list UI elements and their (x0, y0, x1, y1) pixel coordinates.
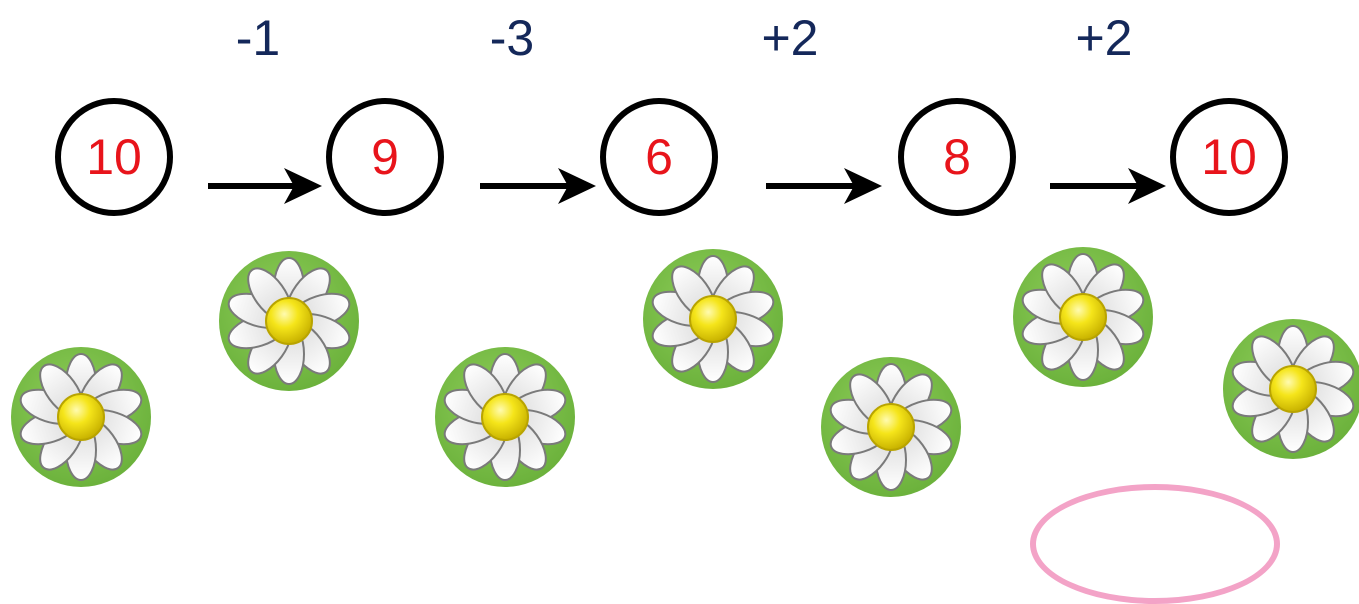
right-arrow-icon (208, 168, 322, 204)
right-arrow-icon (1050, 168, 1166, 204)
number-circle-3: 6 (600, 98, 718, 216)
operation-label-4: +2 (1075, 10, 1133, 66)
operation-label-3: +2 (761, 10, 819, 66)
daisy-flower-icon (642, 248, 784, 390)
decorative-ring (1030, 484, 1280, 604)
number-circle-1: 10 (55, 98, 173, 216)
number-circle-5: 10 (1170, 98, 1288, 216)
daisy-flower-icon (434, 346, 576, 488)
daisy-flower-icon (820, 356, 962, 498)
number-circle-4: 8 (898, 98, 1016, 216)
daisy-flower-icon (218, 250, 360, 392)
daisy-flower-icon (1222, 318, 1359, 460)
right-arrow-icon (480, 168, 596, 204)
operation-label-1: -1 (235, 10, 281, 66)
daisy-flower-icon (1012, 246, 1154, 388)
right-arrow-icon (766, 168, 882, 204)
daisy-flower-icon (10, 346, 152, 488)
operation-label-2: -3 (489, 10, 535, 66)
number-circle-2: 9 (326, 98, 444, 216)
